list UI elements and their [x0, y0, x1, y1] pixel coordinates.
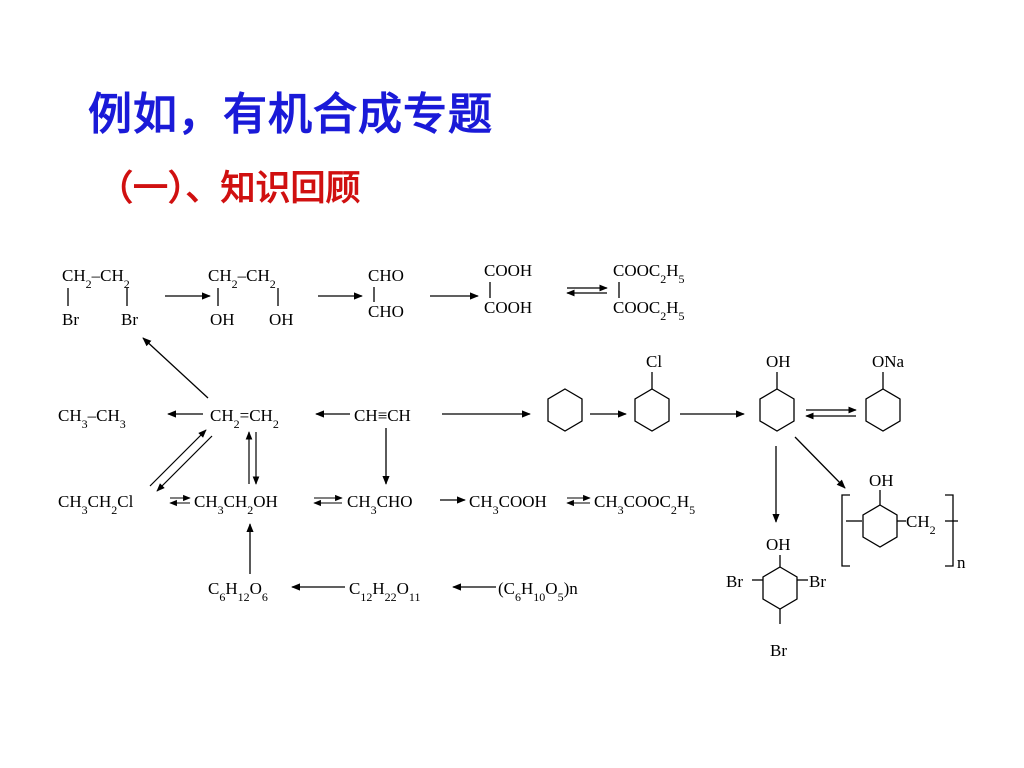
- starch: (C6H10O5)n: [498, 579, 578, 604]
- phenol: OH: [759, 352, 795, 432]
- phenoxide-label: ONa: [872, 352, 905, 371]
- benzene-ring: [862, 504, 898, 548]
- carboxyl-label: COOH: [484, 298, 532, 317]
- phenolic-resin: OH CH2 n: [841, 471, 966, 572]
- ethane: CH3–CH3: [58, 406, 126, 431]
- acetylene: CH≡CH: [354, 406, 411, 425]
- tribromophenol: OH Br Br Br: [726, 535, 826, 660]
- bromo-label: Br: [121, 310, 138, 329]
- reaction-arrow: [142, 337, 209, 399]
- benzene-ring: [759, 388, 795, 432]
- benzene-ring: [865, 388, 901, 432]
- diethyl-oxalate: COOC2H5 COOC2H5: [613, 261, 685, 323]
- equilibrium-arrow: [566, 494, 591, 507]
- hydroxyl-label: OH: [766, 352, 791, 371]
- double-arrow-chloroethane-ethylene: [149, 429, 213, 492]
- hydroxyl-label: OH: [869, 471, 894, 490]
- glycol-chain: CH2–CH2: [208, 266, 276, 291]
- bromo-label: Br: [62, 310, 79, 329]
- acetic-acid: CH3COOH: [469, 492, 547, 517]
- bromo-label: Br: [770, 641, 787, 660]
- bracket-left: [841, 494, 850, 567]
- benzene-ring: [634, 388, 670, 432]
- dibromoethane-chain: CH2–CH2: [62, 266, 130, 291]
- carboxyl-label: COOH: [484, 261, 532, 280]
- dibromoethane: CH2–CH2 Br Br: [62, 266, 138, 329]
- bromo-label: Br: [809, 572, 826, 591]
- repeat-count: n: [957, 553, 966, 572]
- glyoxal: CHO CHO: [368, 266, 404, 321]
- ester-label: COOC2H5: [613, 261, 685, 286]
- ethanol: CH3CH2OH: [194, 492, 278, 517]
- methylene-label: CH2: [906, 512, 936, 537]
- equilibrium-arrow: [169, 494, 191, 507]
- benzene-ring: [547, 388, 583, 432]
- ethylene: CH2=CH2: [210, 406, 279, 431]
- aldehyde-label: CHO: [368, 266, 404, 285]
- reaction-arrow: [794, 436, 846, 489]
- equilibrium-arrow: [566, 284, 608, 297]
- glucose: C6H12O6: [208, 579, 268, 604]
- equilibrium-arrow: [313, 494, 343, 507]
- ester-label: COOC2H5: [613, 298, 685, 323]
- equilibrium-arrow: [805, 406, 857, 420]
- hydroxyl-label: OH: [269, 310, 294, 329]
- benzene-ring: [762, 566, 798, 610]
- bromo-label: Br: [726, 572, 743, 591]
- sucrose: C12H22O11: [349, 579, 420, 604]
- ethylene-glycol: CH2–CH2 OH OH: [208, 266, 294, 329]
- aldehyde-label: CHO: [368, 302, 404, 321]
- oxalic-acid: COOH COOH: [484, 261, 532, 317]
- acetaldehyde: CH3CHO: [347, 492, 413, 517]
- slide-subtitle: （一）、知识回顾: [98, 169, 361, 209]
- slide-title: 例如，有机合成专题: [88, 89, 493, 140]
- bracket-right: [945, 494, 954, 567]
- double-arrow-ethanol-ethylene: [245, 431, 260, 485]
- sodium-phenoxide: ONa: [865, 352, 905, 432]
- hydroxyl-label: OH: [766, 535, 791, 554]
- chloro-label: Cl: [646, 352, 662, 371]
- hydroxyl-label: OH: [210, 310, 235, 329]
- ethyl-acetate: CH3COOC2H5: [594, 492, 695, 517]
- chlorobenzene: Cl: [634, 352, 670, 432]
- chloroethane: CH3CH2Cl: [58, 492, 134, 517]
